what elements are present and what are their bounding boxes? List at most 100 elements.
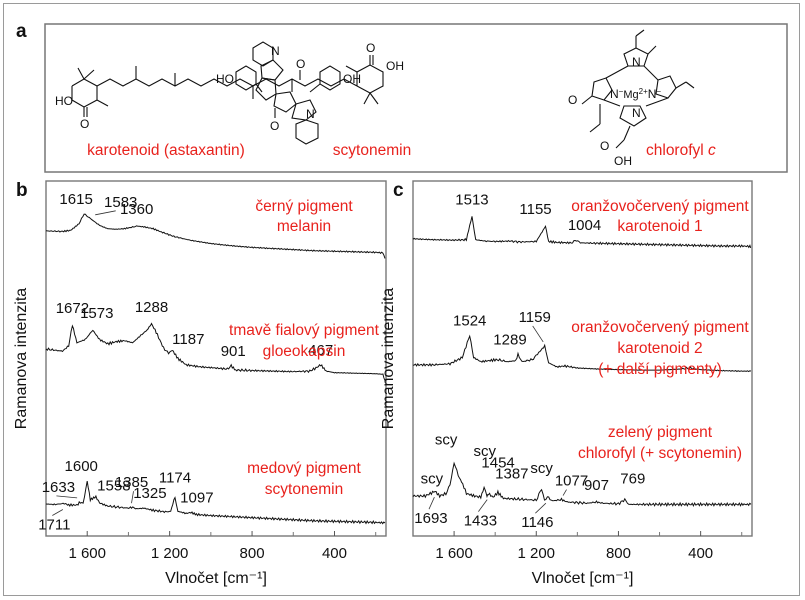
peak-label: 1513 [455, 191, 488, 208]
panel-b-label: b [16, 180, 28, 201]
x-tick-label: 1 200 [151, 545, 189, 562]
spectrum-caption: karotenoid 2 [617, 340, 702, 357]
peak-leader-line [478, 499, 488, 512]
x-tick-label: 1 200 [517, 545, 555, 562]
spectrum-caption: gloeokapsin [263, 343, 346, 360]
structure-caption-scytonemin: scytonemin [333, 142, 411, 159]
peak-label: 1325 [133, 485, 166, 502]
atom-label: O [600, 139, 609, 153]
peak-label: 467 [308, 342, 333, 359]
peak-label: 1187 [172, 331, 204, 348]
peak-label: 1615 [59, 191, 92, 208]
structure-caption-astaxanthin: karotenoid (astaxantin) [87, 142, 245, 159]
peak-annotation-scy: scy [530, 460, 553, 477]
peak-label: 1558 [97, 478, 130, 495]
scytonemin-structure [235, 41, 341, 145]
spectrum-caption: oranžovočervený pigment [571, 319, 749, 336]
peak-label: 1159 [519, 309, 551, 326]
spectrum-line [45, 213, 386, 259]
spectrum-caption: melanin [277, 218, 331, 235]
peak-leader-line [95, 210, 116, 216]
peak-label: 1004 [568, 217, 601, 234]
plot-frame [412, 180, 753, 537]
peak-label: 1433 [464, 513, 497, 530]
panel-a-label: a [16, 21, 27, 42]
spectrum-line [45, 322, 386, 381]
x-axis-label: Vlnočet [cm⁻¹] [532, 570, 634, 587]
x-tick-label: 400 [688, 545, 713, 562]
peak-label: 1155 [519, 201, 551, 218]
peak-label: 1711 [38, 516, 70, 533]
peak-label: 1077 [555, 473, 588, 490]
panel-a-box [44, 23, 788, 173]
peak-annotation-scy: scy [435, 431, 458, 448]
peak-label: 1583 [104, 194, 137, 211]
peak-annotation-scy: scy [421, 471, 444, 488]
peak-leader-line [56, 495, 78, 499]
x-axis-label: Vlnočet [cm⁻¹] [165, 570, 267, 587]
peak-leader-line [562, 489, 567, 496]
atom-label: O [366, 41, 375, 55]
x-tick-label: 400 [322, 545, 347, 562]
atom-label: O [270, 119, 279, 133]
atom-label: N [306, 107, 315, 121]
y-axis-label: Ramanova intenzita [13, 288, 30, 430]
atom-label: OH [343, 72, 361, 86]
peak-label: 769 [620, 471, 645, 488]
spectrum-line [412, 461, 752, 507]
y-axis-label: Ramanova intenzita [380, 288, 397, 430]
peak-label: 1633 [42, 479, 75, 496]
spectrum-caption: černý pigment [255, 198, 353, 215]
atom-label: O [80, 117, 89, 131]
atom-label: OH [386, 59, 404, 73]
peak-label: 1385 [115, 474, 148, 491]
atom-label: N−Mg2+N− [610, 87, 661, 101]
peak-label: 1672 [56, 300, 89, 317]
spectrum-caption: scytonemin [265, 481, 343, 498]
atom-label: O [568, 93, 577, 107]
peak-leader-line [131, 491, 134, 504]
peak-annotation-scy: scy [473, 443, 496, 460]
spectrum-caption: chlorofyl (+ scytonemin) [578, 445, 742, 462]
atom-label: OH [614, 154, 632, 168]
spectrum-caption: (+ další pigmenty) [598, 361, 722, 378]
peak-leader-line [428, 497, 435, 510]
peak-label: 907 [584, 477, 609, 494]
peak-label: 1097 [180, 489, 213, 506]
peak-label: 1288 [135, 299, 168, 316]
peak-label: 1360 [120, 201, 153, 218]
spectrum-caption: oranžovočervený pigment [571, 198, 749, 215]
spectrum-line [412, 216, 752, 249]
panel-c-label: c [393, 180, 404, 201]
astaxanthin-structure [71, 55, 384, 117]
chlorophyll-c-structure [581, 29, 695, 149]
plot-frame [45, 180, 387, 537]
atom-label: O [296, 57, 305, 71]
spectrum-caption: medový pigment [247, 460, 361, 477]
peak-label: 1174 [159, 470, 191, 487]
x-tick-label: 1 600 [68, 545, 106, 562]
atom-label: HO [55, 94, 73, 108]
peak-label: 1387 [495, 465, 528, 482]
peak-label: 1454 [481, 455, 514, 472]
spectrum-caption: tmavě fialový pigment [229, 322, 380, 339]
atom-label: N [271, 44, 280, 58]
peak-leader-line [532, 325, 544, 343]
peak-leader-line [535, 502, 547, 514]
x-tick-label: 1 600 [435, 545, 473, 562]
spectrum-line [45, 481, 386, 525]
figure-frame [3, 3, 800, 596]
x-tick-label: 800 [240, 545, 265, 562]
peak-label: 1693 [414, 510, 447, 527]
x-tick-label: 800 [606, 545, 631, 562]
spectrum-line [412, 334, 752, 373]
spectrum-caption: karotenoid 1 [617, 218, 702, 235]
peak-label: 1600 [65, 458, 98, 475]
atom-label: N [632, 55, 641, 69]
peak-leader-line [52, 509, 64, 516]
peak-label: 1573 [80, 305, 113, 322]
peak-label: 1524 [453, 312, 486, 329]
